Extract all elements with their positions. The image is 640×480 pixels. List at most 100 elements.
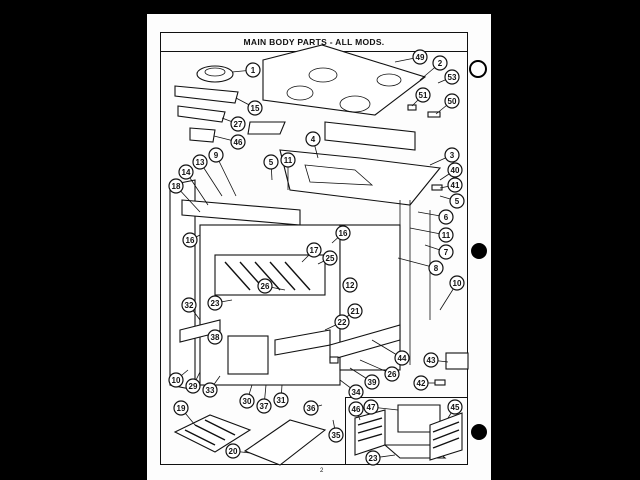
callout-circle (364, 374, 380, 390)
callout-label: 10 (172, 376, 181, 385)
callout-part-50: 50 (435, 93, 460, 115)
callout-label: 6 (444, 213, 449, 222)
callout-part-32: 32 (181, 297, 201, 321)
callout-part-25: 25 (317, 250, 338, 266)
callout-part-4: 4 (305, 131, 321, 159)
cooktop (262, 44, 427, 116)
callout-circle (334, 314, 350, 330)
callout-circle (444, 147, 460, 163)
callout-part-41: 41 (439, 177, 463, 193)
punch-hole-middle (471, 243, 487, 259)
callout-label: 2 (438, 59, 443, 68)
callout-circle (247, 100, 263, 116)
callout-label: 18 (172, 182, 181, 191)
callout-label: 1 (251, 66, 256, 75)
callout-circle (273, 392, 289, 408)
callout-label: 11 (442, 231, 451, 240)
callout-circle (280, 152, 296, 168)
backguard (324, 121, 416, 151)
callout-part-13: 13 (192, 154, 223, 197)
callout-circle (365, 450, 381, 466)
callout-label: 38 (211, 333, 220, 342)
callout-part-11: 11 (409, 227, 454, 243)
callout-circle (449, 275, 465, 291)
callout-part-31: 31 (273, 384, 289, 408)
callout-label: 4 (311, 135, 316, 144)
callout-label: 12 (346, 281, 355, 290)
callout-label: 5 (269, 158, 274, 167)
callout-circle (185, 378, 201, 394)
callout-circle (303, 400, 319, 416)
callout-circle (412, 49, 428, 65)
callout-circle (347, 303, 363, 319)
callout-label: 46 (352, 405, 361, 414)
callout-label: 34 (352, 388, 361, 397)
callout-label: 35 (332, 431, 341, 440)
callout-part-38: 38 (207, 329, 223, 345)
callout-part-2: 2 (419, 55, 448, 81)
callout-circle (168, 178, 184, 194)
callout-part-45: 45 (447, 399, 463, 419)
callout-label: 8 (434, 264, 439, 273)
callout-circle (178, 164, 194, 180)
callout-part-5: 5 (263, 154, 279, 181)
callout-circle (438, 227, 454, 243)
callout-label: 14 (182, 168, 191, 177)
callout-part-35: 35 (328, 419, 344, 443)
callout-label: 44 (398, 354, 407, 363)
callout-part-12: 12 (342, 277, 358, 293)
callout-label: 47 (367, 403, 376, 412)
callout-circle (447, 177, 463, 193)
callout-label: 49 (416, 53, 425, 62)
callout-label: 16 (186, 236, 195, 245)
callout-part-51: 51 (411, 87, 431, 107)
callout-label: 5 (455, 197, 460, 206)
callout-label: 53 (448, 73, 457, 82)
callout-label: 41 (451, 181, 460, 190)
callout-part-10: 10 (168, 369, 189, 388)
callout-circle (202, 382, 218, 398)
leader-line (215, 154, 237, 197)
callout-circle (256, 398, 272, 414)
callout-circle (207, 295, 223, 311)
callout-label: 30 (243, 397, 252, 406)
callout-circle (449, 193, 465, 209)
callout-part-46: 46 (348, 401, 364, 421)
callout-circle (182, 232, 198, 248)
callout-label: 19 (177, 404, 186, 413)
callout-label: 22 (338, 318, 347, 327)
callout-circle (230, 134, 246, 150)
punch-hole-bottom (471, 424, 487, 440)
callout-label: 23 (369, 454, 378, 463)
callout-circle (181, 297, 197, 313)
callout-part-15: 15 (235, 97, 263, 116)
callout-part-26: 26 (257, 278, 286, 294)
callout-label: 7 (444, 248, 449, 257)
small-hardware (329, 104, 469, 386)
callout-label: 20 (229, 447, 238, 456)
callout-part-3: 3 (429, 147, 460, 166)
callout-circle (192, 154, 208, 170)
callout-part-46: 46 (213, 134, 246, 150)
callout-label: 36 (307, 404, 316, 413)
callout-circle (415, 87, 431, 103)
callout-label: 51 (419, 91, 428, 100)
callout-part-1: 1 (231, 62, 261, 78)
callout-circle (225, 443, 241, 459)
callout-circle (168, 372, 184, 388)
oven-body (169, 179, 431, 391)
callout-label: 29 (189, 382, 198, 391)
callout-circle (384, 366, 400, 382)
front-trim-strips (174, 85, 286, 143)
burner-bowl (196, 65, 234, 83)
callout-part-5: 5 (439, 193, 465, 209)
callout-label: 45 (451, 403, 460, 412)
callout-part-40: 40 (439, 162, 463, 181)
callout-part-6: 6 (417, 209, 454, 225)
callout-circle (305, 131, 321, 147)
callout-circle (447, 162, 463, 178)
callout-part-11: 11 (280, 152, 296, 190)
callout-label: 26 (388, 370, 397, 379)
callout-part-16: 16 (182, 232, 201, 248)
